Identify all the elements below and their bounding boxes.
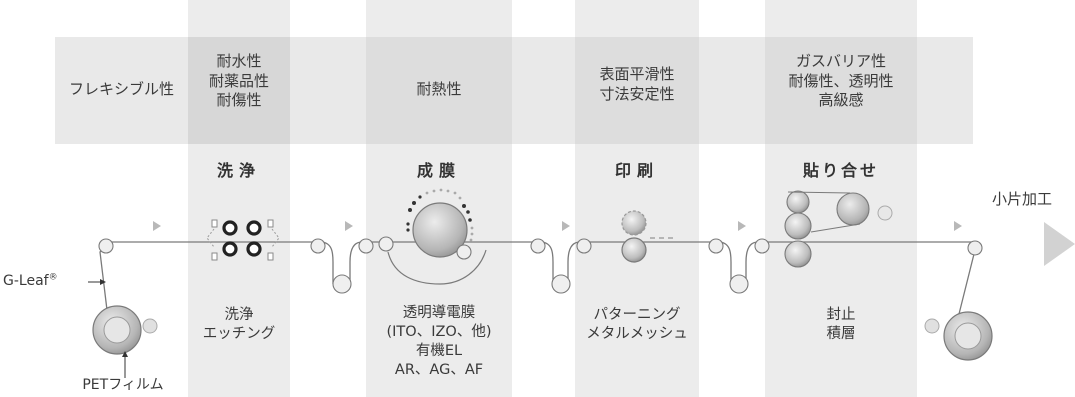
property-flexibility: フレキシブル性 xyxy=(68,80,174,98)
process-laminate: 封止 積層 xyxy=(826,307,856,343)
header-cell-laminate xyxy=(765,37,917,144)
wash-unit xyxy=(206,219,280,261)
stage-title-film: 成膜 xyxy=(416,161,461,180)
laminating-unit xyxy=(784,190,893,268)
g-leaf-name: G-Leaf xyxy=(3,273,49,289)
stage-title-laminate: 貼り合せ xyxy=(802,161,879,180)
deposition-drum xyxy=(378,188,487,285)
process-film: 透明導電膜 (ITO、IZO、他) 有機EL AR、AG、AF xyxy=(386,305,492,378)
rewind-side-roll xyxy=(924,318,940,334)
registered-mark: ® xyxy=(48,272,58,283)
unwind-side-roll xyxy=(142,318,158,334)
guide-roll xyxy=(98,238,114,254)
process-wash: 洗浄 エッチング xyxy=(202,307,276,343)
stage-title-print: 印刷 xyxy=(614,161,659,180)
direction-arrows xyxy=(153,221,962,231)
unwind-roll-core xyxy=(103,316,131,344)
property-laminate: ガスバリア性 耐傷性、透明性 高級感 xyxy=(788,52,894,109)
rewind-roll-core xyxy=(954,322,982,350)
g-leaf-label: G-Leaf® xyxy=(3,272,93,290)
stage-title-wash: 洗浄 xyxy=(216,161,261,180)
next-step-arrow xyxy=(1044,222,1075,266)
guide-roll xyxy=(967,240,983,256)
next-step-label: 小片加工 xyxy=(991,190,1052,208)
process-print: パターニング メタルメッシュ xyxy=(586,307,688,343)
printing-unit xyxy=(621,210,673,263)
dancer-rolls xyxy=(310,238,770,294)
header-cell-wash xyxy=(188,37,290,144)
property-print: 表面平滑性 寸法安定性 xyxy=(599,65,675,103)
g-leaf-pointer-head xyxy=(100,279,106,285)
pet-film-pointer-head xyxy=(122,351,128,357)
pet-film-label: PETフィルム xyxy=(82,377,164,393)
header-cell-print xyxy=(575,37,699,144)
property-wash: 耐水性 耐薬品性 耐傷性 xyxy=(208,52,269,109)
header-cell-film xyxy=(366,37,512,144)
property-film: 耐熱性 xyxy=(416,80,462,98)
